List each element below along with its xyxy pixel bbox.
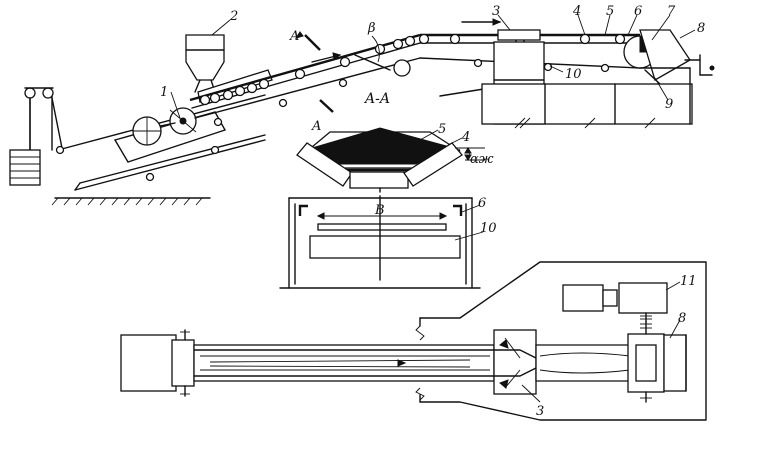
label-5: 5 (606, 4, 614, 19)
section-cut-markers (294, 31, 334, 113)
plan-label-8: 8 (678, 311, 686, 326)
label-8: 8 (697, 21, 705, 36)
label-6: 6 (634, 4, 642, 19)
plan-leader-3 (521, 384, 541, 403)
side-elevation: 1 2 3 4 5 6 7 8 9 10 A A β A-A (9, 4, 715, 206)
flow-arrows (311, 18, 502, 63)
section-leader-6 (461, 204, 481, 213)
foundations (439, 67, 693, 129)
trough-idlers (296, 142, 463, 193)
plan-label-11: 11 (680, 274, 697, 289)
label-7: 7 (667, 4, 676, 19)
section-leader-5 (419, 129, 439, 141)
cut-label-top: A (289, 29, 299, 44)
label-1: 1 (160, 85, 168, 100)
section-a-a: 5 4 αж B 6 10 (279, 122, 497, 289)
label-10: 10 (565, 67, 582, 82)
plan-leader-8 (669, 319, 681, 339)
counterweight (9, 149, 41, 186)
label-9: 9 (665, 97, 673, 112)
plan-belt-short (535, 344, 637, 382)
leader-lines (170, 14, 696, 119)
label-3: 3 (492, 4, 500, 19)
width-b-label: B (374, 203, 385, 218)
plan-leader-11 (665, 281, 681, 291)
ground (51, 197, 211, 206)
section-label-10: 10 (480, 221, 497, 236)
plan-transfer-station (493, 329, 541, 395)
label-2: 2 (229, 9, 238, 24)
cross-section-frame (279, 195, 481, 289)
section-title: A-A (363, 91, 390, 107)
counterweight-tower (9, 87, 63, 186)
section-leader-10 (454, 231, 484, 241)
beta-label: β (367, 21, 376, 36)
cut-label-bottom: A (311, 119, 321, 134)
section-label-6: 6 (478, 196, 486, 211)
plan-view: 11 8 3 (120, 261, 707, 421)
plan-label-3: 3 (536, 404, 544, 419)
label-4: 4 (572, 4, 581, 19)
section-label-4: 4 (461, 130, 470, 145)
head-pulley (623, 29, 715, 85)
beta-angle-arc (371, 35, 380, 63)
alpha-angle (455, 147, 485, 161)
inclined-frame (55, 94, 266, 191)
tail-end (120, 329, 195, 397)
drive-unit (132, 107, 197, 146)
drive-motor (562, 282, 668, 323)
section-label-5: 5 (438, 122, 446, 137)
alpha-label: αж (470, 152, 494, 167)
gallery-outline (415, 261, 707, 421)
plan-belt (193, 344, 495, 382)
section-leader-4 (447, 137, 463, 146)
head-end (627, 321, 687, 403)
